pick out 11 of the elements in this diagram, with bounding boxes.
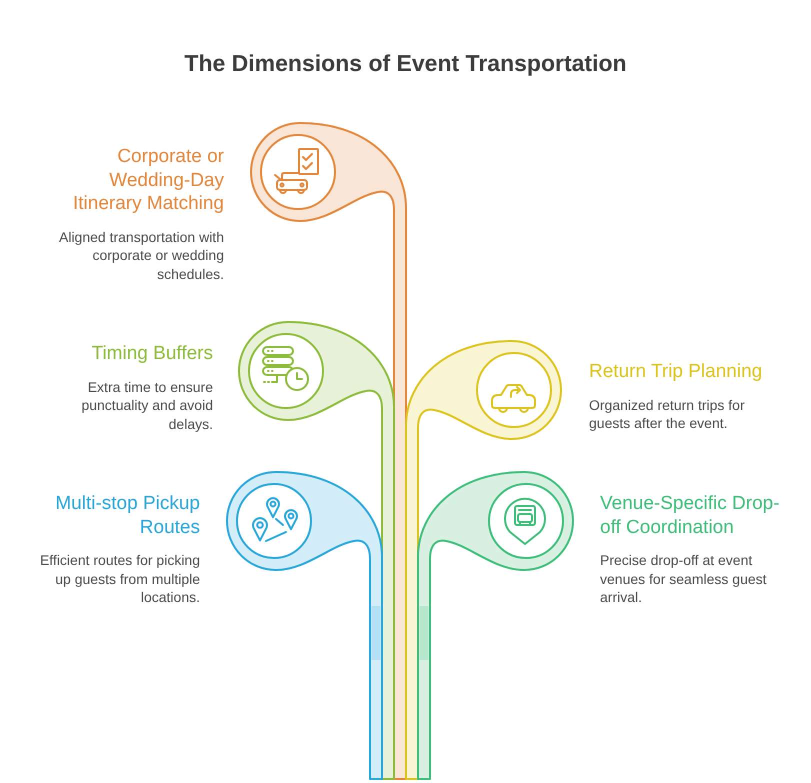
heading: Return Trip Planning (589, 361, 762, 382)
title: The Dimensions of Event Transportation (184, 50, 627, 76)
description: Organized return trips for guests after the event. (589, 396, 745, 431)
description: Aligned transportation with corporate or wedding schedules. (59, 228, 224, 282)
heading: Venue-Specific Drop-off Coordination (600, 493, 780, 538)
heading: Multi-stop Pickup Routes (55, 493, 200, 538)
heading: Corporate or Wedding-Day Itinerary Matching (72, 146, 224, 214)
description: Extra time to ensure punctuality and avoid delays. (81, 378, 213, 432)
heading: Timing Buffers (92, 343, 213, 364)
description: Precise drop-off at event venues for seamless guest arrival. (600, 552, 767, 605)
description: Efficient routes for picking up guests from multiple locations. (40, 552, 200, 605)
